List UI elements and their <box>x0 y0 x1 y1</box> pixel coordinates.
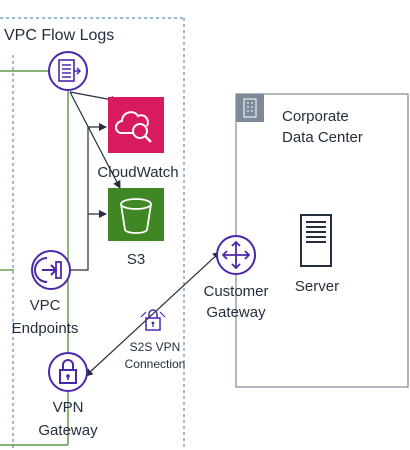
s3-bucket-icon <box>108 188 164 241</box>
s3-label: S3 <box>127 251 145 268</box>
customer-gateway-router-icon <box>216 235 256 275</box>
server-icon <box>300 214 332 267</box>
vpn-connection-lock-icon <box>140 309 166 331</box>
cloudwatch-label: CloudWatch <box>97 164 178 181</box>
flow-logs-icon <box>48 51 88 91</box>
s2s-vpn-label-line2: Connection <box>125 357 186 371</box>
vpn-gateway-lock-icon <box>48 352 88 392</box>
corporate-label-line1: Corporate <box>282 108 349 125</box>
server-label: Server <box>295 278 339 295</box>
customer-gateway-label-line2: Gateway <box>206 304 266 321</box>
vpc-endpoints-label-line2: Endpoints <box>12 320 79 337</box>
corporate-building-icon <box>236 94 264 122</box>
vpc-boundary <box>0 17 185 450</box>
corporate-label-line2: Data Center <box>282 129 363 146</box>
vpn-gateway-label-line1: VPN <box>53 399 84 416</box>
cloudwatch-icon <box>108 97 164 153</box>
vpn-gateway-label-line2: Gateway <box>38 422 98 439</box>
s2s-vpn-label-line1: S2S VPN <box>130 340 181 354</box>
vpc-flow-logs-label: VPC Flow Logs <box>4 27 114 44</box>
customer-gateway-label-line1: Customer <box>203 283 268 300</box>
vpc-endpoints-label-line1: VPC <box>30 297 61 314</box>
vpc-endpoints-icon <box>31 250 71 290</box>
